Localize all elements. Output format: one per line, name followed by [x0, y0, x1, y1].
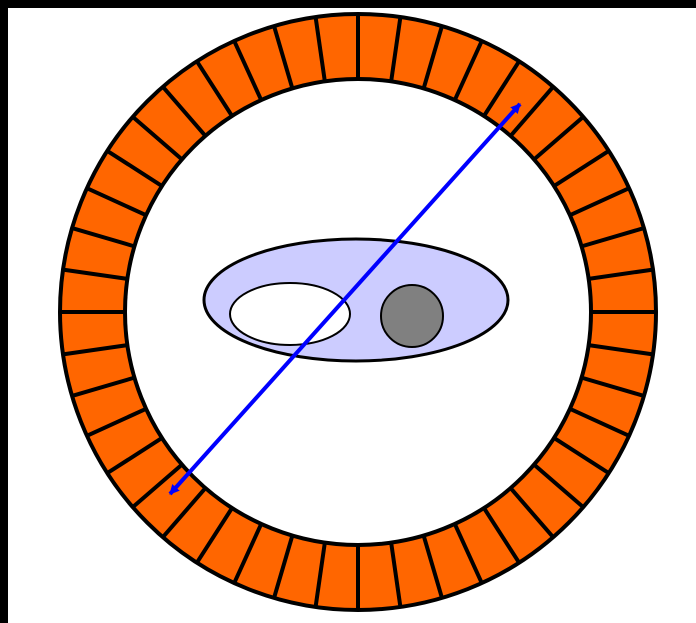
gray-region-circle	[381, 285, 443, 347]
